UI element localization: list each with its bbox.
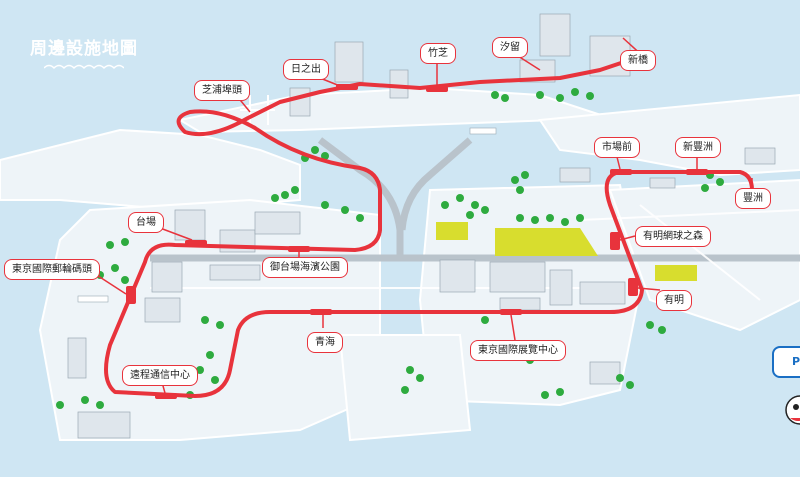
side-panel-button[interactable]: Pa <box>772 346 800 378</box>
station-label-hinode[interactable]: 日之出 <box>283 59 329 80</box>
station-label-ariake[interactable]: 有明 <box>656 290 692 311</box>
station-label-cruise-terminal[interactable]: 東京國際郵輪碼頭 <box>4 259 100 280</box>
station-label-aomi[interactable]: 青海 <box>307 332 343 353</box>
land-daiba <box>38 198 381 441</box>
station-label-toyosu[interactable]: 豐洲 <box>735 188 771 209</box>
station-label-daiba[interactable]: 台場 <box>128 212 164 233</box>
station-label-shijomae[interactable]: 市場前 <box>594 137 640 158</box>
land-shibaura <box>0 128 301 212</box>
map-title: 周邊設施地圖 <box>30 39 138 59</box>
mascot-icon <box>785 395 800 425</box>
building-hinode <box>334 41 364 83</box>
station-label-shibaura[interactable]: 芝浦埠頭 <box>194 80 250 101</box>
station-label-shimbashi[interactable]: 新橋 <box>620 50 656 71</box>
expo-area-2 <box>655 265 697 281</box>
station-label-shintoyosu[interactable]: 新豐洲 <box>675 137 721 158</box>
station-label-takeshiba[interactable]: 竹芝 <box>420 43 456 64</box>
waves-decoration <box>44 64 124 70</box>
station-label-bigsight[interactable]: 東京國際展覽中心 <box>470 340 566 361</box>
station-label-telecom[interactable]: 遠程通信中心 <box>122 365 198 386</box>
station-label-shiodome[interactable]: 汐留 <box>492 37 528 58</box>
station-label-ariake-tennis[interactable]: 有明網球之森 <box>635 226 711 247</box>
expo-area <box>495 228 598 256</box>
yurikamome-route <box>104 58 754 398</box>
station-label-odaiba-park[interactable]: 御台場海濱公園 <box>262 257 348 278</box>
station-markers <box>126 84 708 399</box>
